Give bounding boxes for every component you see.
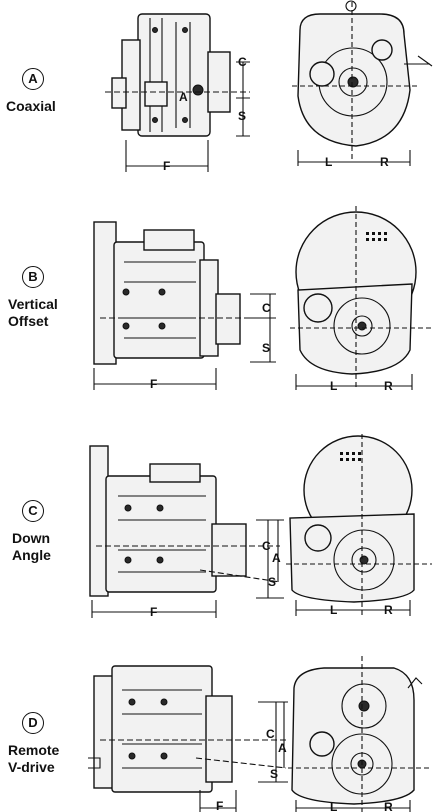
dim-label-l: L [330,800,337,812]
dim-label-s: S [268,575,276,589]
panel-caption: Coaxial [6,98,56,115]
caption-line: Down [12,530,51,546]
panel-vertical-offset: B Vertical Offset C S F [0,200,438,400]
dim-label-a: A [278,741,287,755]
vertical-offset-drawings: C S F L R [93,206,432,393]
dim-label-c: C [262,539,271,553]
panel-caption: Remote V-drive [8,742,59,776]
dim-label-f: F [216,799,223,812]
caption-line: Coaxial [6,98,56,114]
dim-label-r: R [384,379,393,393]
dim-label-r: R [384,800,393,812]
panel-coaxial: A Coaxial A C S F [0,0,438,190]
dim-label-f: F [150,605,157,619]
caption-line: Vertical [8,296,58,312]
down-angle-drawings: C A S F L R [89,434,432,619]
caption-line: V-drive [8,759,55,775]
panel-down-angle: C Down Angle C A S F [0,420,438,620]
dim-label-l: L [330,603,337,617]
front-view-vertical-offset [290,206,432,390]
dim-label-c: C [262,301,271,315]
panel-remote-v-drive: D Remote V-drive C A S F [0,640,438,812]
dim-label-r: R [384,603,393,617]
panel-letter-badge: A [22,68,44,90]
panel-letter-badge: B [22,266,44,288]
front-view-down-angle [286,434,432,616]
panel-caption: Vertical Offset [8,296,58,330]
caption-line: Angle [12,547,51,563]
side-view-down-angle [89,445,284,618]
panel-letter-badge: C [22,500,44,522]
remote-v-drive-drawings: C A S F L R [88,656,432,812]
panel-letter-badge: D [22,712,44,734]
side-view-coaxial [105,13,250,172]
dim-label-c: C [238,55,247,69]
dim-label-l: L [330,379,337,393]
dim-label-s: S [270,767,278,781]
dim-label-l: L [325,155,332,169]
dim-label-a: A [272,551,281,565]
dim-label-a: A [179,90,188,104]
front-view-coaxial [292,0,433,166]
caption-line: Remote [8,742,60,758]
side-view-remote-v-drive [88,665,288,812]
caption-line: Offset [8,313,49,329]
panel-caption: Down Angle [12,530,51,564]
coaxial-drawings: A C S F L R [105,0,433,173]
dim-label-f: F [163,159,170,173]
dim-label-c: C [266,727,275,741]
dim-label-r: R [380,155,389,169]
dim-label-s: S [262,341,270,355]
dim-label-s: S [238,109,246,123]
side-view-vertical-offset [93,221,276,390]
dim-label-f: F [150,377,157,391]
front-view-remote-v-drive [288,656,432,812]
